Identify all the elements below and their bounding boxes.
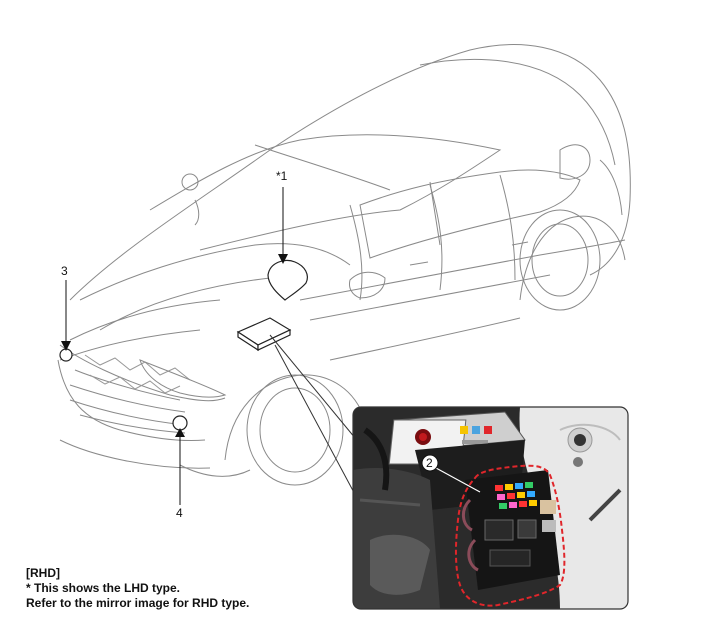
- sensor-4-circle: [172, 415, 188, 431]
- notes-block: [RHD] * This shows the LHD type. Refer t…: [26, 566, 249, 611]
- note-mirror: Refer to the mirror image for RHD type.: [26, 596, 250, 610]
- fuse-box-fuses: [484, 482, 556, 567]
- leader-lines: [61, 187, 366, 505]
- sensor-1-shape: [267, 259, 308, 301]
- callout-3: 3: [61, 264, 68, 278]
- module-box: [236, 317, 292, 352]
- callout-2: 2: [426, 456, 433, 470]
- callout-1: *1: [276, 169, 288, 183]
- engine-bay-photo: 2: [352, 406, 629, 610]
- note-rhd: [RHD]: [26, 566, 60, 580]
- car-outline: [57, 44, 631, 486]
- fuse-box-highlight: [454, 464, 566, 607]
- component-markers: [59, 259, 308, 431]
- callout-2-circle: [421, 454, 439, 472]
- note-lhd: * This shows the LHD type.: [26, 581, 181, 595]
- callout-4: 4: [176, 506, 183, 520]
